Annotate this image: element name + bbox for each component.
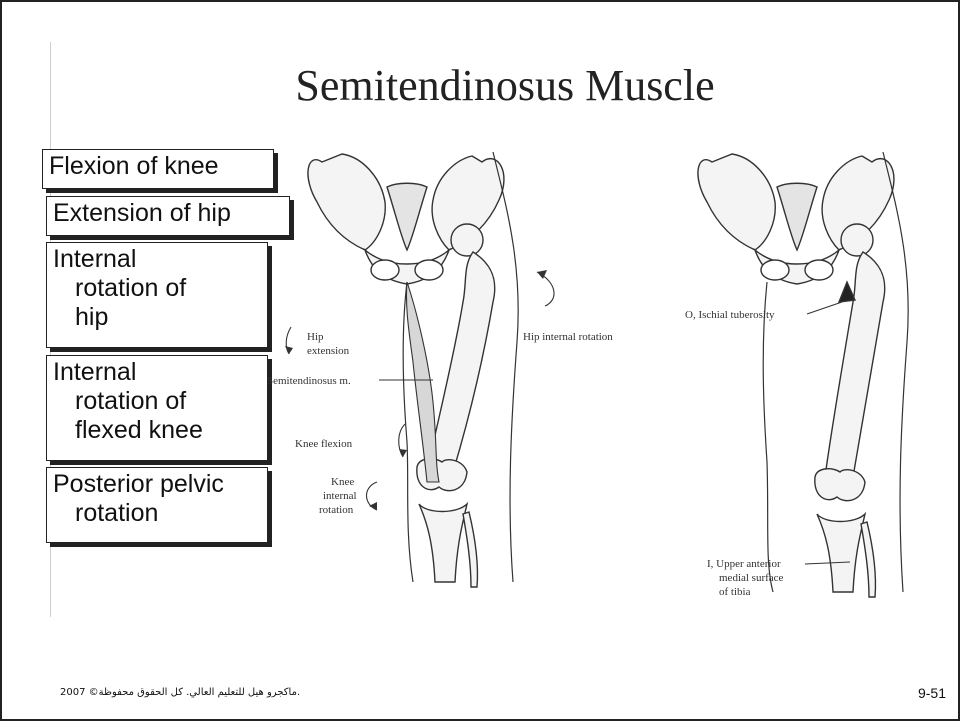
- action-text: Flexion of knee: [49, 152, 219, 180]
- label-insertion: I, Upper anterior: [707, 558, 781, 570]
- action-box-hip-internal-rotation: Internal rotation of hip: [46, 242, 268, 348]
- label-knee-flexion: Knee flexion: [295, 438, 353, 450]
- action-box-knee-flexion: Flexion of knee: [42, 149, 274, 189]
- slide-title: Semitendinosus Muscle: [2, 60, 958, 111]
- label-hip-extension: Hip: [307, 331, 324, 343]
- label-knee-internal-rotation: Knee: [331, 476, 354, 488]
- label-origin: O, Ischial tuberosity: [685, 309, 775, 321]
- action-text: hip: [53, 303, 259, 332]
- label-insertion: of tibia: [719, 586, 751, 598]
- copyright-footer: 2007 ©ماكجرو هيل للتعليم العالي. كل الحق…: [60, 687, 300, 698]
- action-text: rotation: [53, 499, 259, 528]
- label-hip-internal-rotation: Hip internal rotation: [523, 331, 613, 343]
- action-box-posterior-pelvic-rotation: Posterior pelvic rotation: [46, 467, 268, 543]
- action-text: Internal: [53, 245, 136, 273]
- label-hip-extension: extension: [307, 345, 350, 357]
- action-box-knee-internal-rotation: Internal rotation of flexed knee: [46, 355, 268, 461]
- label-semitendinosus: Semitendinosus m.: [267, 375, 351, 387]
- page-number: 9-51: [918, 685, 946, 701]
- action-text: Posterior pelvic: [53, 470, 224, 498]
- label-knee-internal-rotation: rotation: [319, 504, 354, 516]
- action-text: rotation of: [53, 387, 259, 416]
- action-text: Extension of hip: [53, 199, 231, 227]
- action-text: flexed knee: [53, 416, 259, 445]
- anatomy-illustration: Hip extension Semitendinosus m. Knee fle…: [267, 142, 957, 622]
- label-knee-internal-rotation: internal: [323, 490, 357, 502]
- action-box-hip-extension: Extension of hip: [46, 196, 290, 236]
- action-text: rotation of: [53, 274, 259, 303]
- action-text: Internal: [53, 358, 136, 386]
- label-insertion: medial surface: [719, 572, 784, 584]
